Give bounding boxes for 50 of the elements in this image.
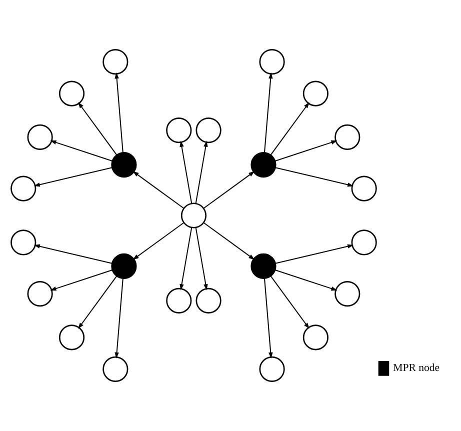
arrow (78, 102, 118, 156)
node-circle (102, 356, 128, 382)
arrow (50, 270, 112, 291)
arrow (275, 270, 338, 291)
arrow (203, 222, 255, 260)
arrow (132, 222, 184, 260)
node-circle (250, 253, 276, 279)
arrow (195, 227, 208, 290)
arrow (114, 278, 124, 358)
node-circle (27, 124, 53, 150)
arrow (34, 167, 112, 187)
arrow (50, 140, 112, 162)
node-circle (302, 80, 328, 106)
node-circle (58, 80, 85, 106)
arrow (275, 167, 354, 187)
node-circle (166, 118, 192, 144)
node-circle (111, 152, 137, 178)
node-circle (351, 176, 377, 202)
node-circle (27, 281, 53, 307)
arrow (270, 102, 310, 156)
node-circle (259, 49, 285, 75)
node-circle (111, 253, 137, 279)
node-circle (334, 124, 360, 150)
node-circle (334, 281, 360, 307)
arrow (264, 72, 273, 153)
arrow (275, 244, 354, 264)
node-circle (166, 288, 192, 314)
arrow (203, 171, 255, 209)
arrow (264, 278, 273, 358)
node-circle (302, 324, 328, 350)
arrow (78, 276, 118, 329)
legend-label: MPR node (393, 362, 440, 374)
node-circle (250, 152, 276, 178)
arrow (275, 140, 338, 162)
arrow (114, 72, 124, 153)
node-circle (10, 176, 36, 202)
node-circle (196, 288, 222, 314)
node-circle (351, 230, 377, 256)
node-circle (58, 324, 85, 350)
arrow (270, 276, 310, 329)
node-circle (180, 202, 207, 228)
arrow (34, 244, 112, 264)
arrow (195, 140, 208, 204)
node-circle (10, 230, 36, 256)
node-circle (196, 118, 222, 144)
node-circle (259, 356, 285, 382)
arrow (180, 140, 192, 204)
arrow (180, 227, 192, 290)
node-circle (102, 49, 128, 75)
arrow (132, 171, 184, 209)
